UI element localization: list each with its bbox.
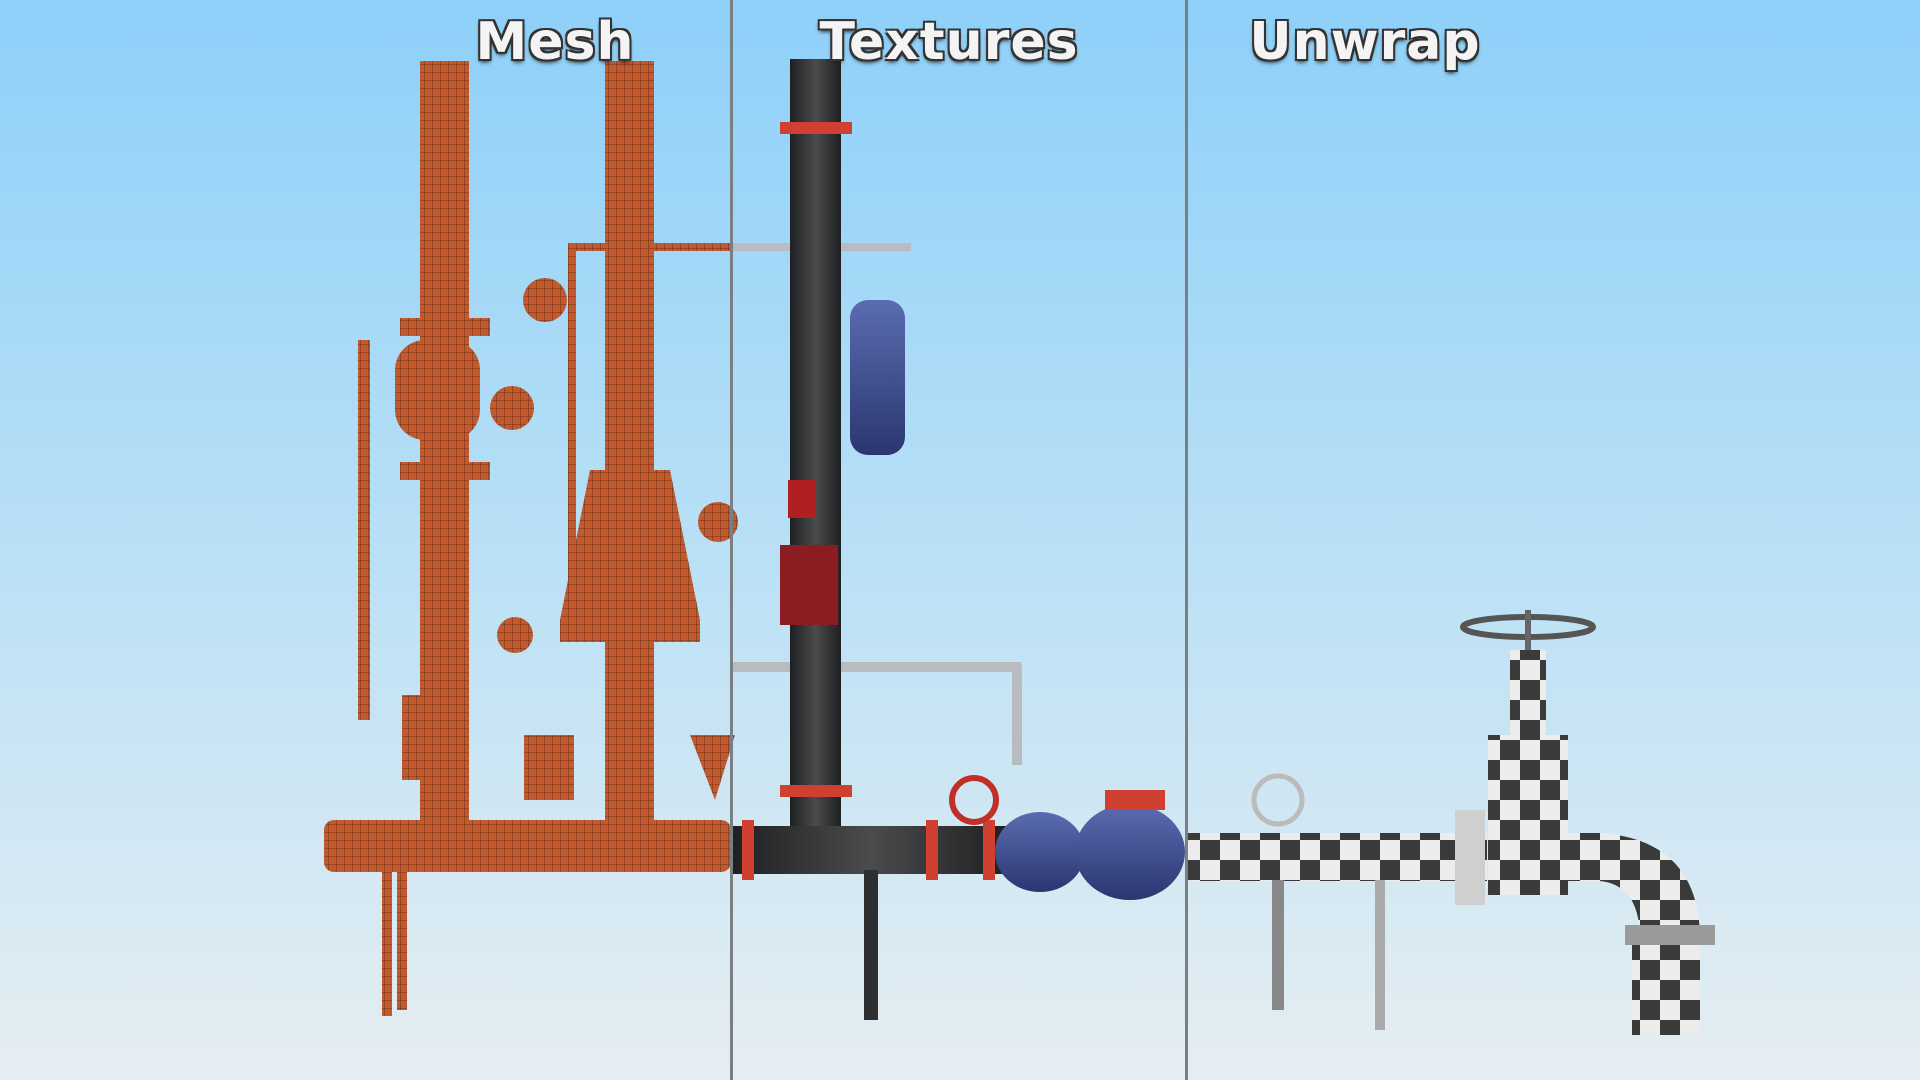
textures-model (731, 59, 1185, 1020)
textures-label: Textures (819, 12, 1079, 72)
section-divider (1185, 0, 1188, 1080)
section-divider (730, 0, 733, 1080)
unwrap-label: Unwrap (1249, 12, 1481, 72)
mesh-model (324, 61, 738, 1016)
mesh-label: Mesh (475, 12, 635, 72)
unwrap-model (1187, 610, 1715, 1035)
